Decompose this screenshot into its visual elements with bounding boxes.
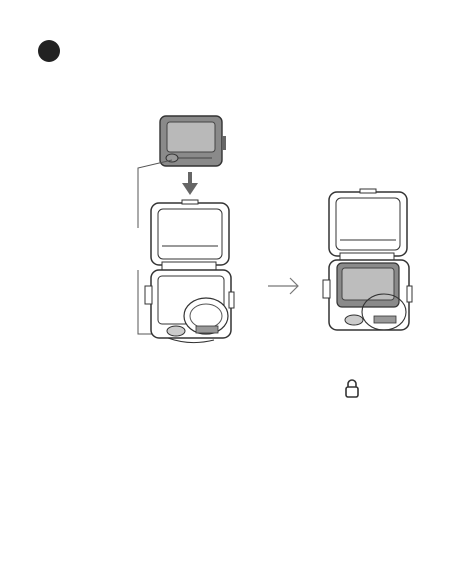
- lock-icon: [340, 376, 364, 400]
- open-case-left: [145, 200, 234, 343]
- camera-top-view: [160, 116, 226, 166]
- right-arrow-icon: [268, 278, 298, 294]
- down-arrow-icon: [182, 172, 198, 195]
- open-case-right: [323, 189, 412, 330]
